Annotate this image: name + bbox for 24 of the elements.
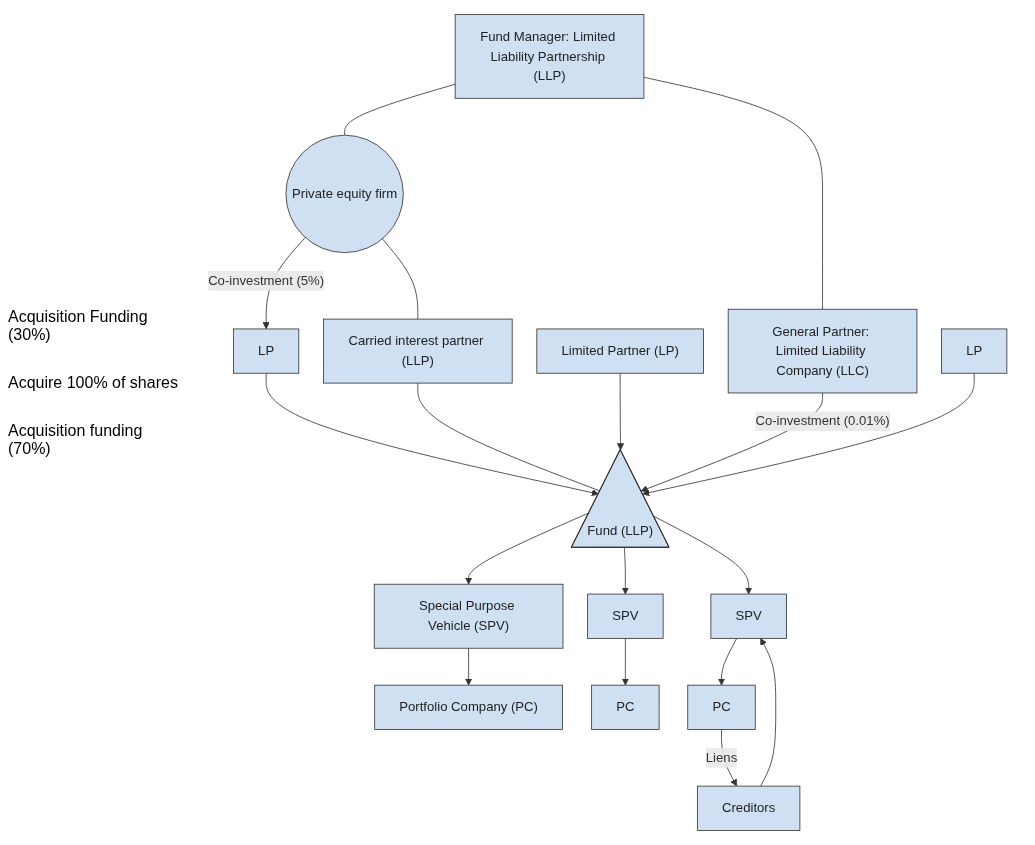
node-box: Limited Partner (LP) bbox=[536, 328, 704, 374]
node-box: Special Purpose Vehicle (SPV) bbox=[373, 583, 564, 649]
edge-label: Co-investment (5%) bbox=[208, 273, 325, 288]
node-box: SPV bbox=[710, 593, 787, 639]
node-box: LP bbox=[233, 328, 300, 374]
node-box: PC bbox=[591, 684, 660, 730]
connector bbox=[382, 238, 419, 320]
edge-label: Liens bbox=[705, 750, 738, 765]
note-text: Acquisition Funding (30%) bbox=[8, 308, 149, 344]
node-box: SPV bbox=[587, 593, 664, 639]
note-text: Acquire 100% of shares bbox=[8, 374, 178, 392]
connector bbox=[344, 83, 456, 136]
node-box: PC bbox=[687, 684, 756, 730]
node-box: Creditors bbox=[696, 785, 801, 831]
connector bbox=[643, 76, 823, 310]
note-text: Acquisition funding (70%) bbox=[8, 422, 144, 458]
node-box: Portfolio Company (PC) bbox=[374, 684, 563, 730]
node-box: Carried interest partner (LLP) bbox=[323, 318, 513, 384]
edge-label: Co-investment (0.01%) bbox=[755, 413, 890, 428]
node-box: General Partner: Limited Liability Company (LLC) bbox=[727, 308, 918, 394]
connector bbox=[417, 382, 601, 492]
node-circle: Private equity firm bbox=[285, 134, 404, 253]
node-box: LP bbox=[941, 328, 1008, 374]
node-box: Fund Manager: Limited Liability Partnership (LLP) bbox=[454, 14, 645, 99]
